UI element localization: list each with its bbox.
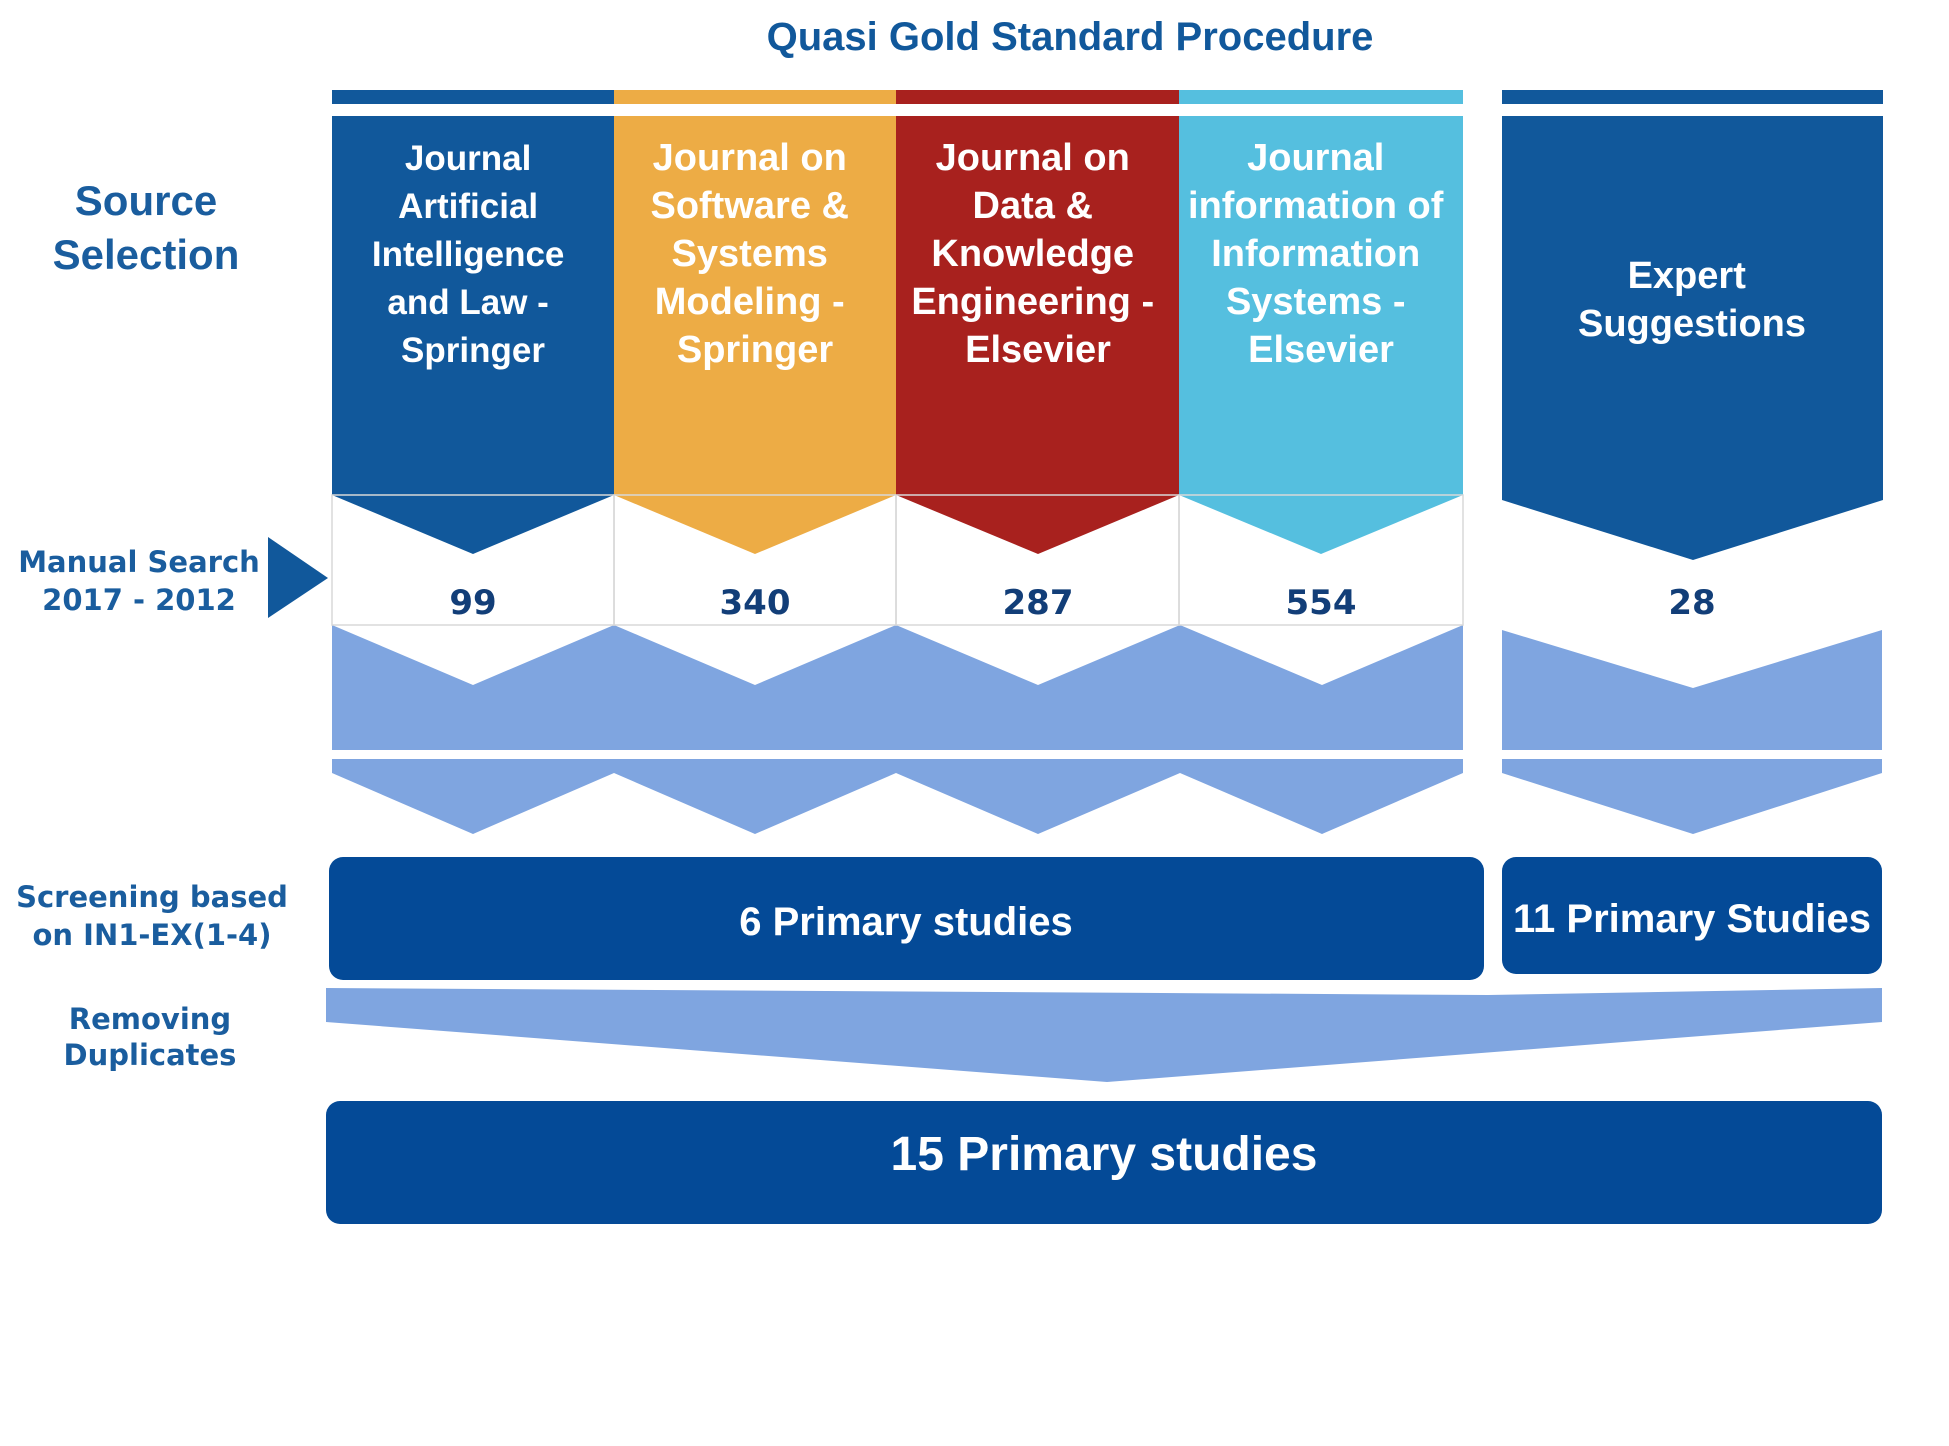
source-selection-line-1: Source	[75, 177, 217, 224]
top-bar-separator	[332, 104, 1463, 116]
source-count: 287	[1003, 583, 1074, 623]
screening-chevron-strip	[332, 759, 1463, 834]
source-label-line: Journal	[1247, 137, 1384, 179]
screening-label: Screening based on IN1-EX(1-4)	[16, 880, 288, 952]
source-label-line: and Law -	[387, 283, 548, 322]
source-selection-line-2: Selection	[53, 231, 240, 278]
source-label: Journal on Software & Systems Modeling -…	[650, 137, 859, 371]
source-banner	[614, 116, 896, 554]
source-count: 99	[449, 583, 496, 623]
removing-duplicates-line-1: Removing	[69, 1002, 231, 1036]
manual-search-label: Manual Search 2017 - 2012	[18, 545, 260, 617]
source-banner	[1179, 116, 1463, 554]
source-selection-label: Source Selection	[53, 177, 240, 278]
expert-top-bar-separator	[1502, 104, 1883, 116]
source-label: Journal Artificial Intelligence and Law …	[372, 139, 574, 370]
source-top-bar	[614, 90, 896, 104]
expert-screening-box	[1502, 857, 1882, 974]
source-top-bar	[1179, 90, 1463, 104]
removing-duplicates-label: Removing Duplicates	[64, 1002, 237, 1072]
source-label-line: Elsevier	[965, 329, 1111, 371]
manual-search-arrow-icon	[268, 537, 328, 618]
source-top-bar	[332, 90, 614, 104]
expert-screening-chevron-strip	[1502, 759, 1882, 834]
expert-chevron-band	[1502, 630, 1882, 750]
source-label-line: Artificial	[398, 187, 538, 226]
journal-screening-text: 6 Primary studies	[739, 900, 1073, 944]
final-result-box	[326, 1101, 1882, 1224]
manual-search-line-2: 2017 - 2012	[42, 583, 236, 617]
source-top-bar	[896, 90, 1179, 104]
source-label-line: information of	[1188, 185, 1444, 227]
final-result: 15 Primary studies	[326, 1101, 1882, 1224]
source-label-line: Systems	[672, 233, 828, 275]
screening-line-2: on IN1-EX(1-4)	[32, 918, 271, 952]
source-column-ai-law: Journal Artificial Intelligence and Law …	[331, 90, 615, 626]
expert-label-line: Suggestions	[1578, 303, 1806, 345]
source-count-cell	[1178, 494, 1464, 626]
expert-screening-result: 11 Primary Studies	[1502, 857, 1882, 974]
source-label: Journal on Data & Knowledge Engineering …	[911, 137, 1164, 371]
source-label-line: Systems -	[1226, 281, 1406, 323]
source-label-line: Engineering -	[911, 281, 1154, 323]
source-label-line: Springer	[401, 331, 545, 370]
source-label-line: Elsevier	[1248, 329, 1394, 371]
source-label-line: Knowledge	[931, 233, 1134, 275]
expert-screening-text: 11 Primary Studies	[1513, 897, 1871, 941]
expert-label-line: Expert	[1628, 255, 1747, 297]
merge-funnel	[326, 988, 1882, 1082]
diagram-title: Quasi Gold Standard Procedure	[767, 15, 1374, 59]
expert-top-bar	[1502, 90, 1883, 104]
source-label-line: Information	[1211, 233, 1420, 275]
source-count: 554	[1286, 583, 1357, 623]
source-label-line: Modeling -	[655, 281, 845, 323]
source-label-line: Software &	[650, 185, 848, 227]
source-column-data-knowledge: Journal on Data & Knowledge Engineering …	[895, 90, 1180, 626]
source-banner	[332, 116, 614, 554]
expert-label: Expert Suggestions	[1578, 255, 1806, 345]
source-label-line: Journal on	[936, 137, 1130, 179]
expert-suggestions-column: Expert Suggestions 28	[1502, 90, 1883, 623]
journal-screening-box	[329, 857, 1484, 980]
removing-duplicates-line-2: Duplicates	[64, 1038, 237, 1072]
source-label-line: Intelligence	[372, 235, 565, 274]
search-chevron-band	[332, 625, 1463, 750]
journal-screening-result: 6 Primary studies	[329, 857, 1484, 980]
manual-search-line-1: Manual Search	[18, 545, 260, 579]
source-count: 340	[720, 583, 791, 623]
source-label-line: Springer	[677, 329, 833, 371]
screening-line-1: Screening based	[16, 880, 288, 914]
source-banner	[896, 116, 1179, 554]
source-label: Journal information of Information Syste…	[1188, 137, 1454, 371]
expert-count: 28	[1668, 583, 1715, 623]
journal-sources: Journal Artificial Intelligence and Law …	[331, 90, 1464, 626]
source-label-line: Data &	[973, 185, 1093, 227]
source-column-software-systems: Journal on Software & Systems Modeling -…	[613, 90, 897, 626]
source-column-information-systems: Journal information of Information Syste…	[1178, 90, 1464, 626]
source-label-line: Journal	[405, 139, 531, 178]
final-result-text: 15 Primary studies	[891, 1128, 1318, 1181]
source-label-line: Journal on	[653, 137, 847, 179]
expert-banner	[1502, 116, 1883, 560]
